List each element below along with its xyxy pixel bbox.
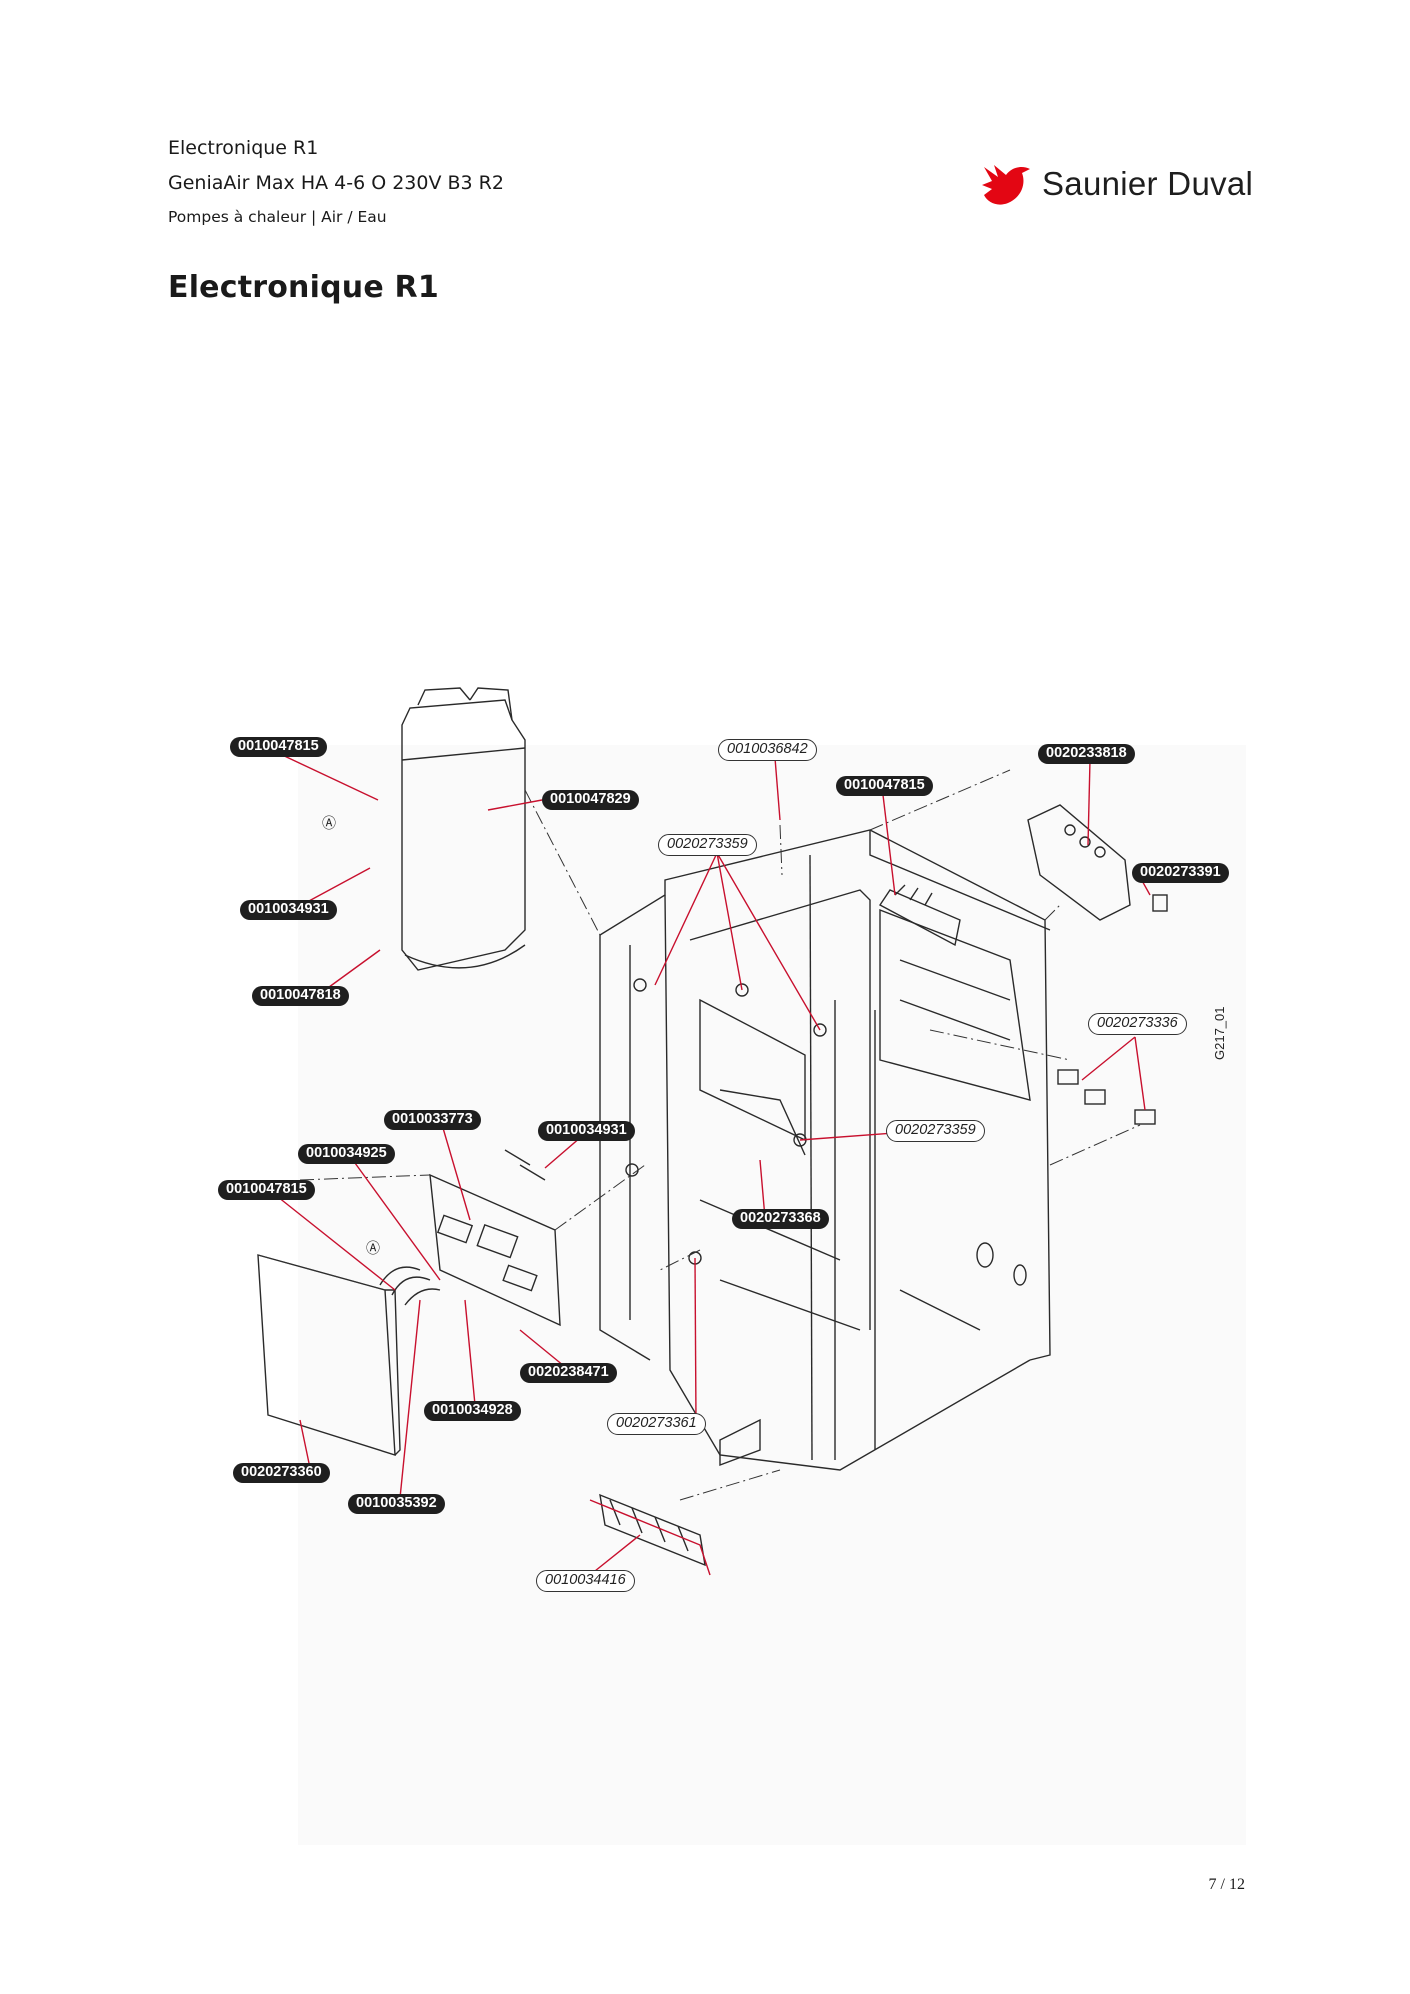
header-product-name: GeniaAir Max HA 4-6 O 230V B3 R2	[168, 172, 504, 194]
marker-a-top: Ⓐ	[322, 816, 336, 832]
diagram-reference-code: G217_01	[1212, 1006, 1227, 1061]
part-label: 0010035392	[348, 1494, 445, 1514]
page-number: 7 / 12	[1208, 1876, 1245, 1893]
page-title: Electronique R1	[168, 270, 439, 305]
brand-name: Saunier Duval	[1042, 165, 1254, 202]
part-label: 0010047815	[230, 737, 327, 757]
part-label: 0010034925	[298, 1144, 395, 1164]
part-label: 0010034931	[538, 1121, 635, 1141]
part-label: 0020273336	[1088, 1013, 1187, 1035]
bird-logo-icon	[982, 165, 1030, 205]
part-label: 0010033773	[384, 1110, 481, 1130]
part-label: 0010047829	[542, 790, 639, 810]
part-label: 0010047815	[218, 1180, 315, 1200]
part-label: 0020273360	[233, 1463, 330, 1483]
header-category: Pompes à chaleur | Air / Eau	[168, 208, 387, 226]
part-label: 0020233818	[1038, 744, 1135, 764]
part-label: 0010034928	[424, 1401, 521, 1421]
marker-a-bottom: Ⓐ	[366, 1241, 380, 1257]
part-label: 0010034931	[240, 900, 337, 920]
header-document-title: Electronique R1	[168, 137, 319, 159]
part-label: 0020273359	[886, 1120, 985, 1142]
part-label: 0020273391	[1132, 863, 1229, 883]
part-label: 0020273361	[607, 1413, 706, 1435]
part-label: 0010047818	[252, 986, 349, 1006]
part-label: 0020273368	[732, 1209, 829, 1229]
part-label: 0010036842	[718, 739, 817, 761]
brand-logo: Saunier Duval	[978, 158, 1253, 210]
part-label: 0020273359	[658, 834, 757, 856]
part-label: 0010034416	[536, 1570, 635, 1592]
part-label: 0020238471	[520, 1363, 617, 1383]
part-label: 0010047815	[836, 776, 933, 796]
